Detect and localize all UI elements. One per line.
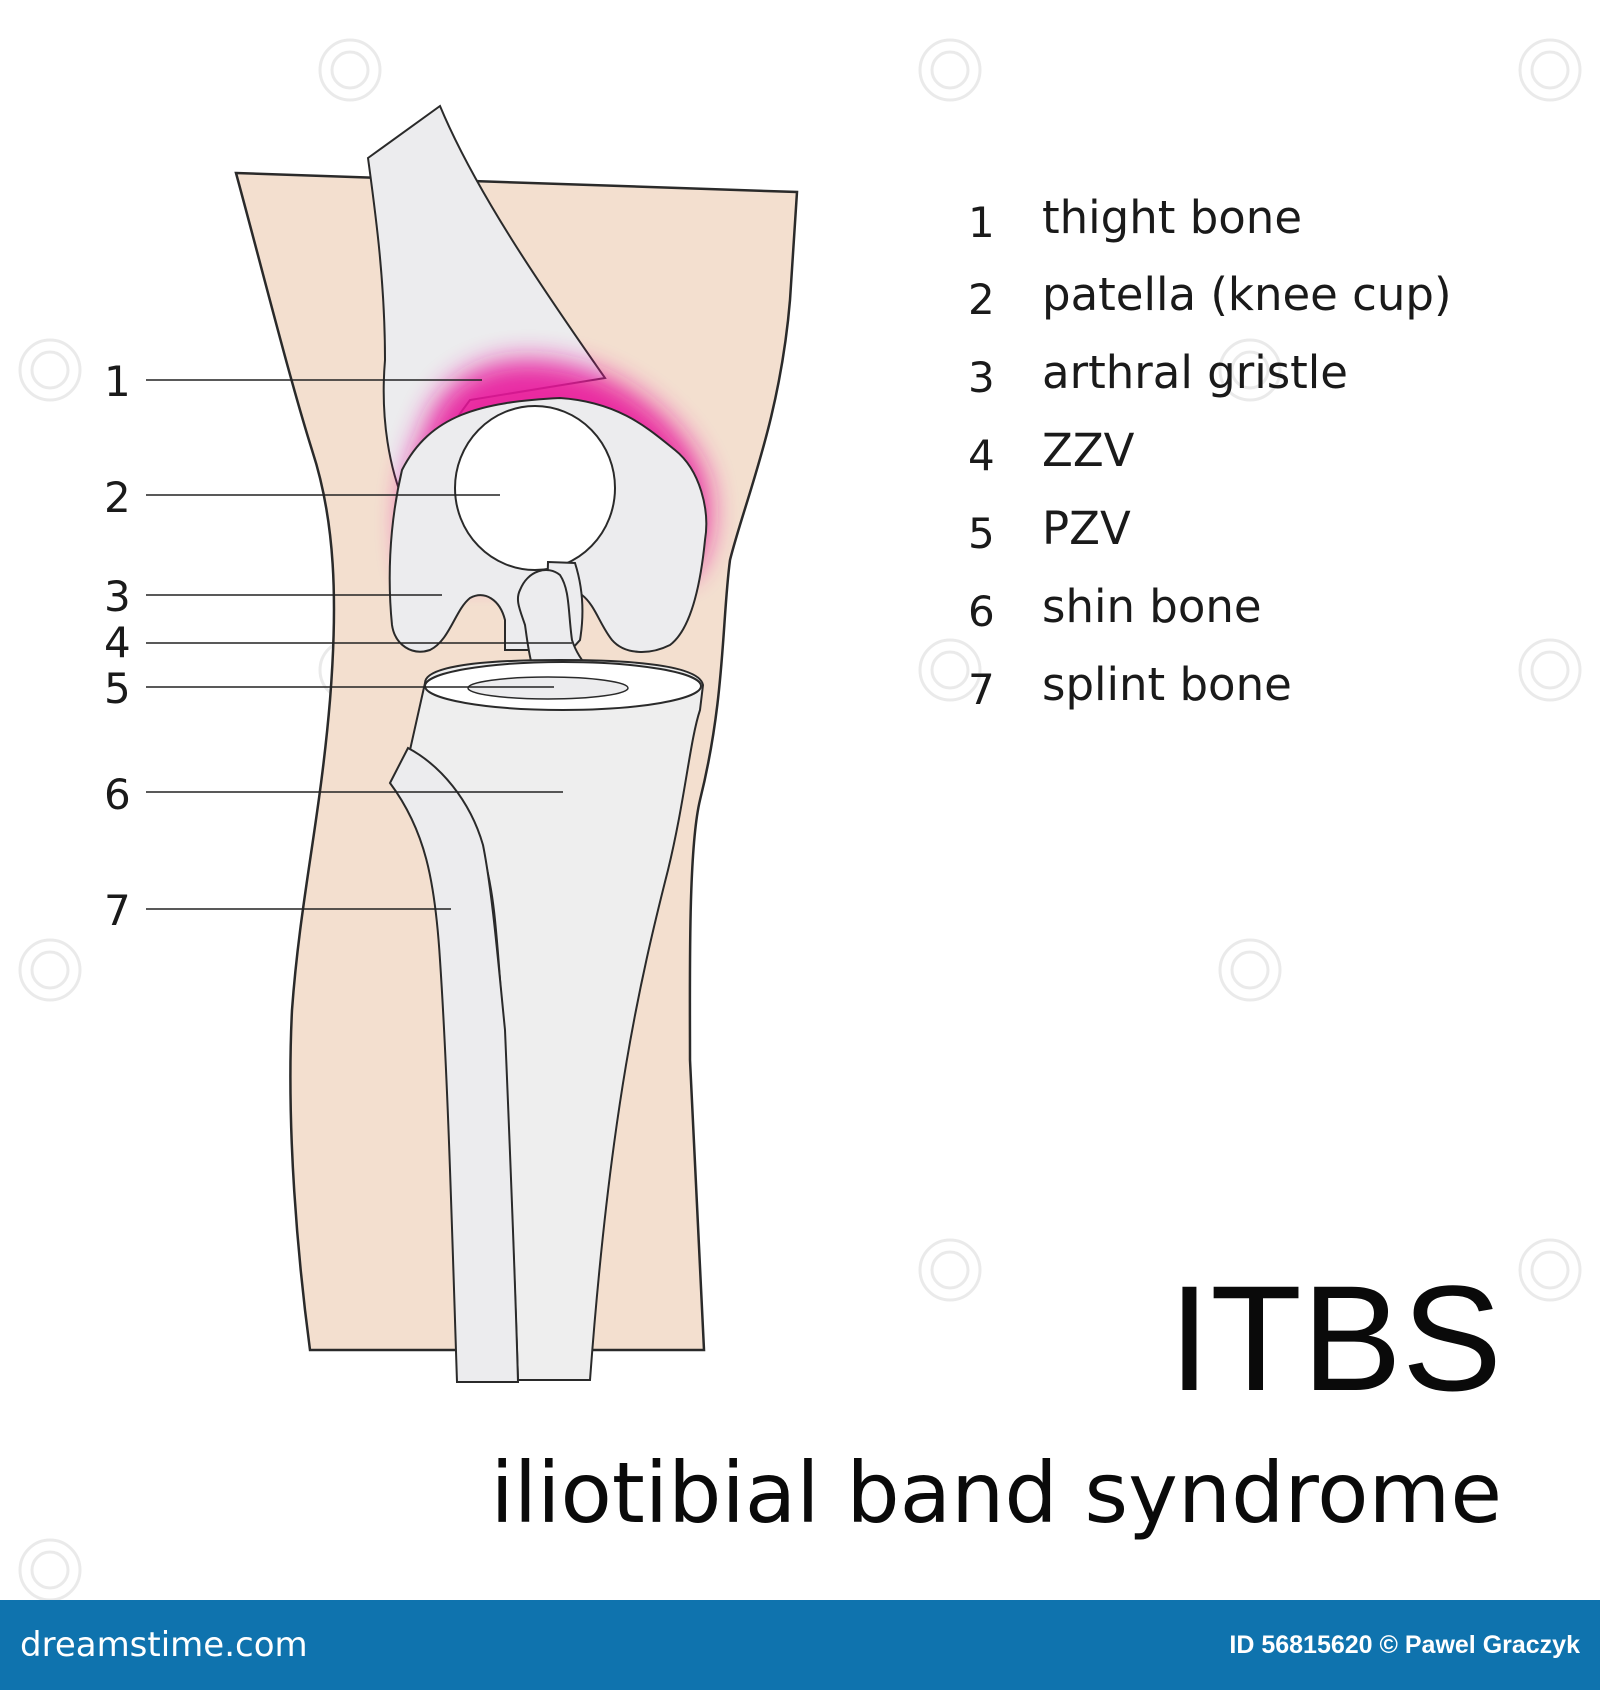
legend-label-7: splint bone [1042, 658, 1292, 711]
callout-7: 7 [104, 886, 131, 935]
legend: 1 thight bone 2 patella (knee cup) 3 art… [968, 191, 1452, 714]
title: ITBS [1169, 1254, 1502, 1422]
legend-num-6: 6 [968, 587, 995, 636]
callout-5: 5 [104, 664, 131, 713]
legend-label-3: arthral gristle [1042, 346, 1348, 399]
legend-num-2: 2 [968, 275, 995, 324]
callout-4: 4 [104, 618, 131, 667]
knee-anatomy-diagram: 1 2 3 4 5 6 7 1 thight bone 2 patella (k… [18, 38, 1582, 1600]
callout-1: 1 [104, 357, 131, 406]
subtitle: iliotibial band syndrome [490, 1444, 1502, 1542]
legend-label-1: thight bone [1042, 191, 1302, 244]
callout-6: 6 [104, 770, 131, 819]
footer-brand[interactable]: dreamstime.com [20, 1625, 308, 1665]
fibula [388, 746, 520, 1383]
legend-num-4: 4 [968, 431, 995, 480]
tibia-plateau-inner [467, 676, 629, 700]
patella [454, 405, 616, 571]
legend-label-2: patella (knee cup) [1042, 268, 1452, 321]
legend-num-7: 7 [968, 665, 995, 714]
tibia [408, 658, 705, 1381]
footer-credit: ID 56815620 © Pawel Graczyk [1229, 1630, 1580, 1659]
legend-label-4: ZZV [1042, 424, 1135, 477]
callout-3: 3 [104, 572, 131, 621]
legend-num-3: 3 [968, 353, 995, 402]
legend-label-5: PZV [1042, 502, 1131, 555]
legend-num-5: 5 [968, 509, 995, 558]
footer-bar: dreamstime.com ID 56815620 © Pawel Gracz… [0, 1600, 1600, 1690]
callout-2: 2 [104, 473, 131, 522]
legend-num-1: 1 [968, 198, 995, 247]
callout-numbers: 1 2 3 4 5 6 7 [104, 357, 131, 935]
legend-label-6: shin bone [1042, 580, 1262, 633]
leader-lines [146, 379, 572, 910]
